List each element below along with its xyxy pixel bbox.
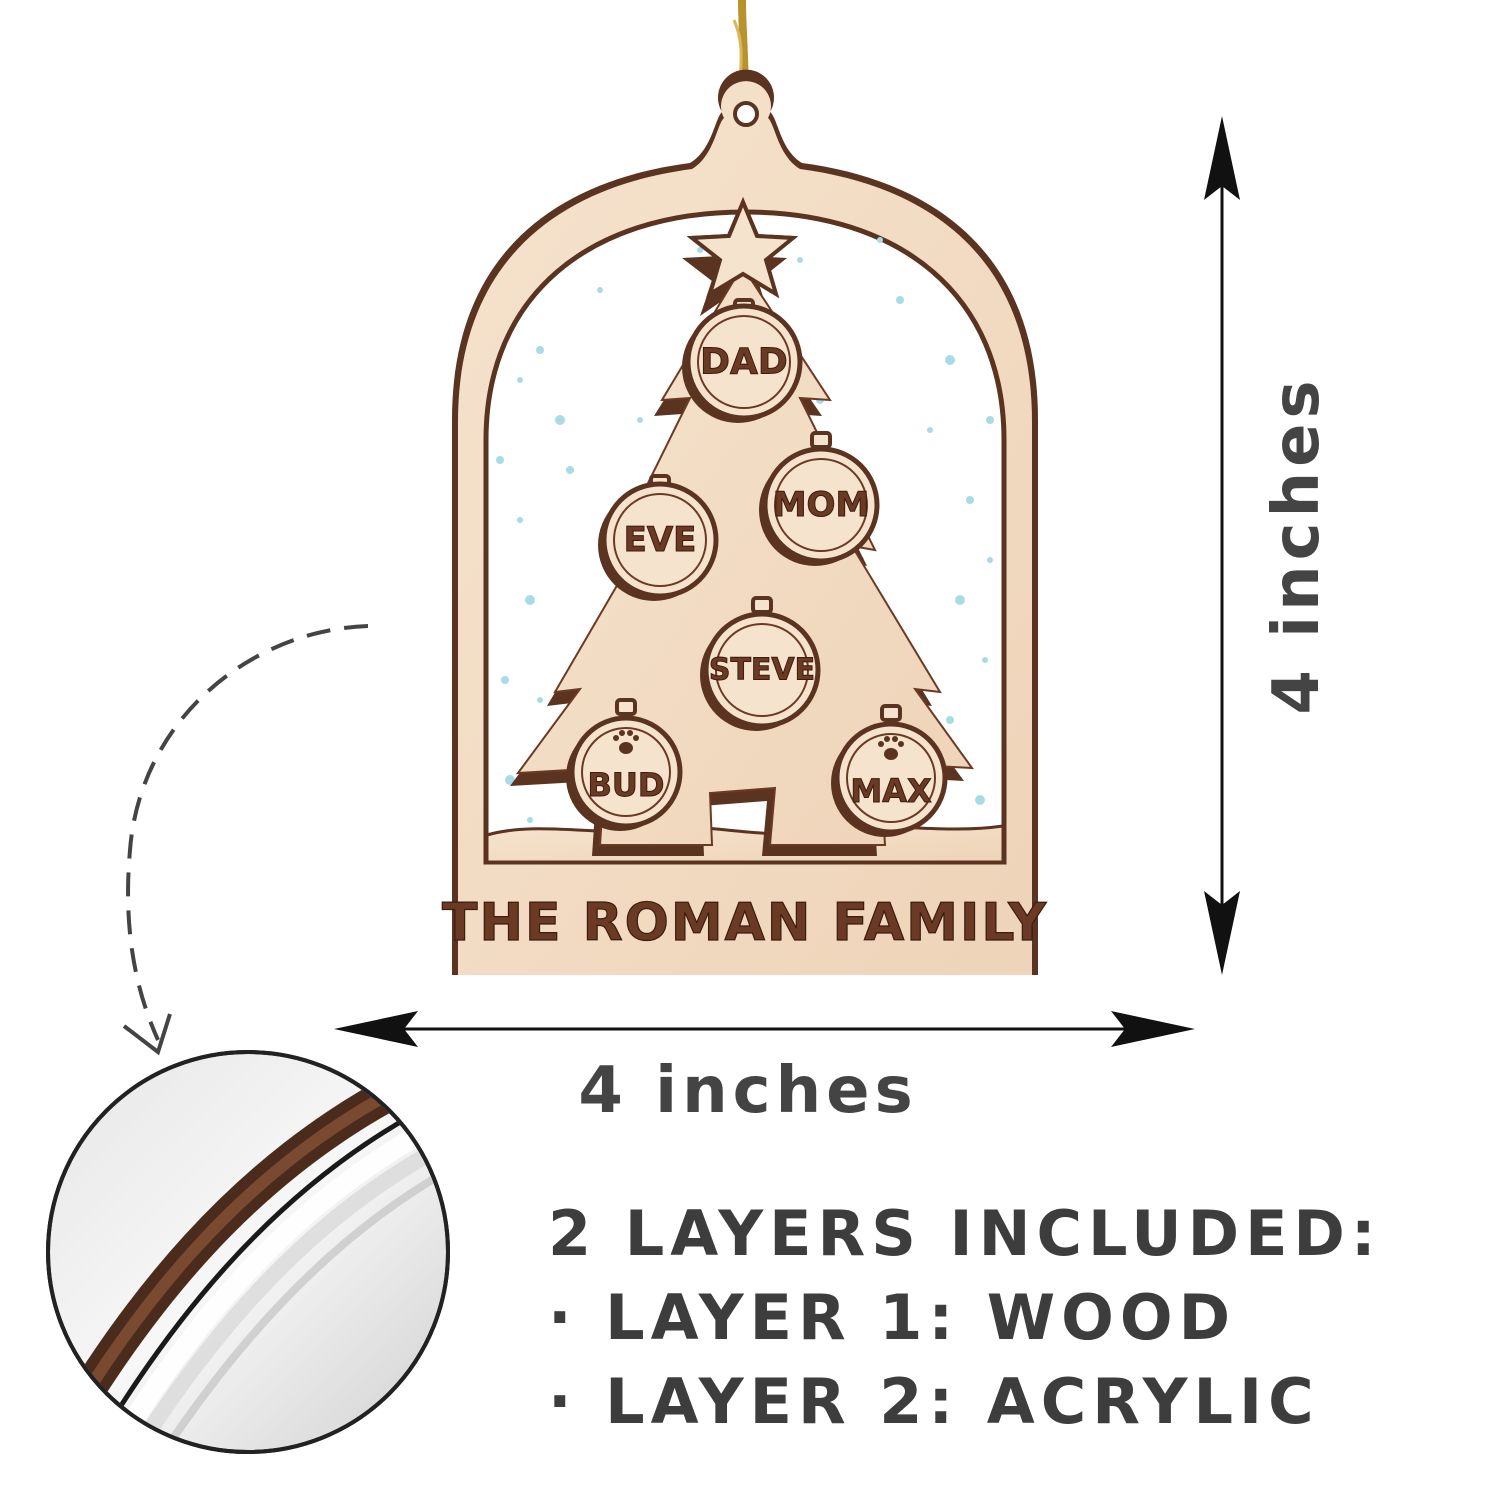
- name-bud: BUD: [588, 766, 665, 804]
- bauble-eve: EVE: [598, 474, 719, 601]
- layers-title: 2 LAYERS INCLUDED:: [548, 1197, 1382, 1270]
- name-eve: EVE: [624, 520, 697, 560]
- bauble-max: MAX: [831, 704, 948, 837]
- name-dad: DAD: [700, 342, 788, 383]
- layer-detail-zoom: [46, 1050, 450, 1454]
- layer-1-item: · LAYER 1: WOOD: [548, 1281, 1237, 1354]
- bauble-mom: MOM: [759, 431, 880, 566]
- width-label: 4 inches: [578, 1054, 917, 1128]
- height-dimension-arrow: [1204, 116, 1240, 975]
- family-name: THE ROMAN FAMILY: [442, 893, 1048, 953]
- bauble-bud: BUD: [566, 698, 683, 831]
- callout-dashed-arrow: [122, 624, 369, 1056]
- bauble-dad: DAD: [682, 298, 803, 423]
- name-mom: MOM: [773, 485, 870, 525]
- name-steve: STEVE: [709, 653, 815, 688]
- name-max: MAX: [850, 772, 932, 810]
- ornament: DAD MOM EVE STEVE: [441, 69, 1048, 975]
- snow-ground: [485, 824, 1005, 864]
- width-dimension-arrow: [334, 1011, 1195, 1047]
- layer-2-item: · LAYER 2: ACRYLIC: [548, 1365, 1320, 1438]
- paw-icon: [613, 730, 639, 754]
- layers-info: 2 LAYERS INCLUDED: · LAYER 1: WOOD · LAY…: [548, 1192, 1448, 1444]
- bauble-steve: STEVE: [700, 596, 821, 731]
- star-icon: [686, 196, 799, 299]
- paw-icon: [878, 736, 904, 760]
- height-label: 4 inches: [1260, 375, 1334, 714]
- hanging-hole: [733, 101, 759, 127]
